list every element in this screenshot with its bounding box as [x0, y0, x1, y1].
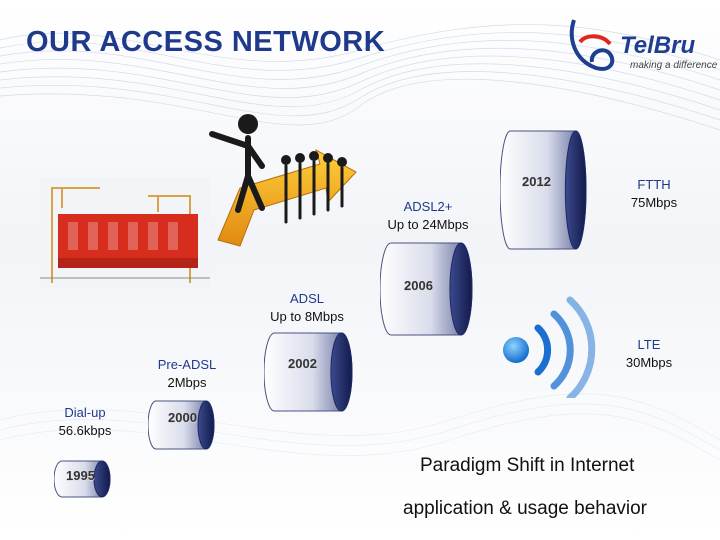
- speed-label: 75Mbps: [630, 195, 678, 210]
- speed-label: 56.6kbps: [58, 423, 112, 438]
- speed-label: 30Mbps: [625, 355, 673, 370]
- speed-label: Up to 24Mbps: [387, 217, 469, 232]
- year-label: 2000: [168, 410, 197, 425]
- timeline-label-adsl2plus: ADSL2+ Up to 24Mbps: [370, 198, 486, 234]
- website-construction-icon: [40, 178, 210, 288]
- tech-label: LTE: [637, 337, 661, 352]
- footer-line-2: application & usage behavior: [403, 498, 648, 519]
- year-label: 2006: [404, 278, 433, 293]
- timeline-label-adsl: ADSL Up to 8Mbps: [252, 290, 362, 326]
- lte-label: LTE 30Mbps: [614, 336, 684, 372]
- logo-tagline: making a difference: [630, 60, 718, 71]
- tech-label: Dial-up: [64, 405, 106, 420]
- year-label: 1995: [66, 468, 95, 483]
- page-title: OUR ACCESS NETWORK: [26, 26, 386, 58]
- logo-brand: TelBru: [620, 32, 696, 59]
- tech-label: ADSL: [290, 291, 324, 306]
- speed-label: 2Mbps: [167, 375, 207, 390]
- timeline-label-ftth: FTTH 75Mbps: [612, 176, 696, 212]
- year-label: 2012: [522, 174, 551, 189]
- tech-label: Pre-ADSL: [157, 357, 217, 372]
- timeline-cylinder: [54, 460, 111, 498]
- timeline-cylinder: [380, 242, 473, 336]
- tech-label: FTTH: [637, 177, 671, 192]
- telbru-logo-icon: [569, 19, 615, 71]
- timeline-cylinder: [148, 400, 215, 450]
- footer-line-1: Paradigm Shift in Internet: [420, 455, 635, 476]
- speed-label: Up to 8Mbps: [270, 309, 344, 324]
- year-label: 2002: [288, 356, 317, 371]
- timeline-label-dialup: Dial-up 56.6kbps: [48, 404, 122, 440]
- timeline-label-preadsl: Pre-ADSL 2Mbps: [142, 356, 232, 392]
- timeline-cylinder: [500, 130, 587, 250]
- timeline-cylinder: [264, 332, 353, 412]
- tech-label: ADSL2+: [403, 199, 453, 214]
- wireless-signal-icon: [503, 296, 596, 398]
- leader-figures-arrow-icon: [209, 114, 357, 247]
